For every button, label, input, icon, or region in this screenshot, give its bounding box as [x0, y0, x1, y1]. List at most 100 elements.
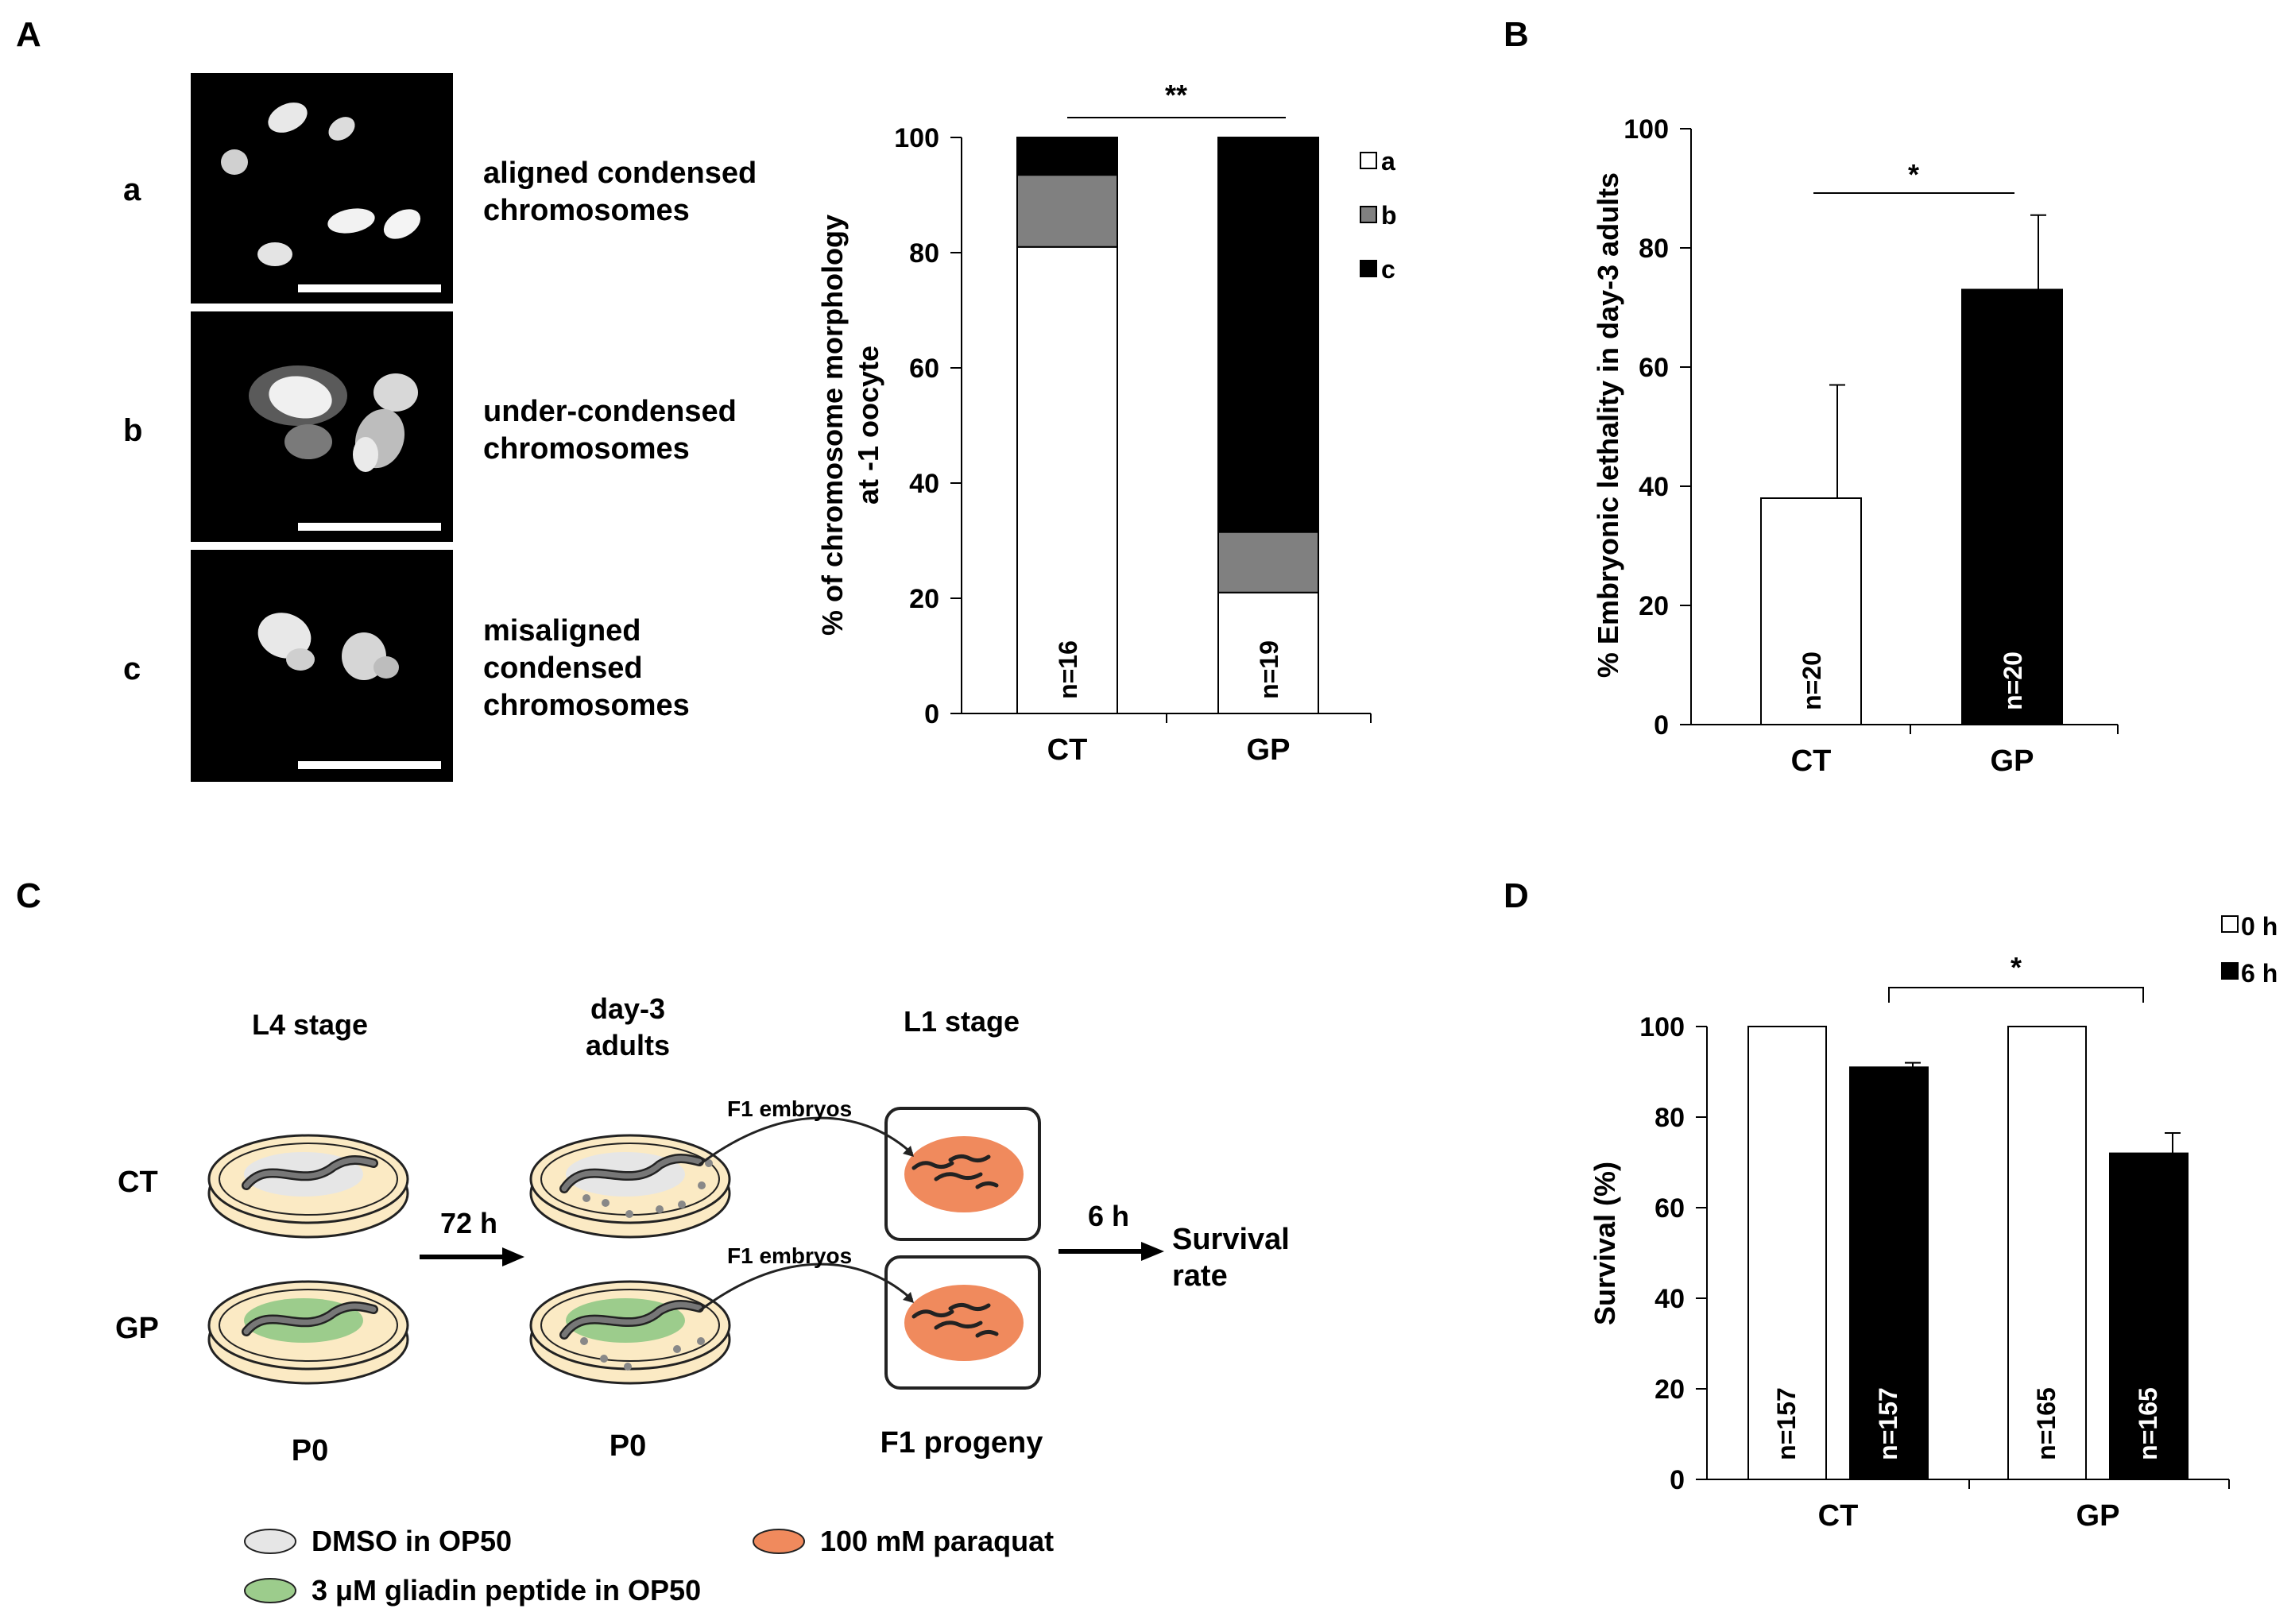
y-tick-label: 100	[1639, 1012, 1685, 1042]
significance-marker: **	[1165, 79, 1187, 111]
petri-plate-gp-day3	[529, 1280, 731, 1385]
n-label-ct-6h: n=157	[1874, 1387, 1902, 1460]
petri-plate-ct-l4	[207, 1134, 409, 1239]
micrograph-c-label-line2: condensed	[483, 652, 643, 685]
micrograph-b-label-line2: chromosomes	[483, 432, 690, 466]
survival-rate-label-line1: Survival	[1172, 1223, 1290, 1256]
bar-segment-c-gp	[1217, 137, 1319, 533]
n-label-ct: n=20	[1798, 652, 1826, 710]
l4-stage-label: L4 stage	[252, 1008, 368, 1041]
y-axis-label: Survival (%)	[1589, 1162, 1621, 1325]
panel-c-letter: C	[16, 876, 41, 915]
y-tick-label: 0	[1670, 1465, 1685, 1495]
f1-embryos-label-ct: F1 embryos	[727, 1096, 852, 1121]
y-tick-label: 80	[909, 238, 939, 269]
legend-swatch-dmso	[244, 1529, 296, 1554]
y-tick-label: 60	[1654, 1193, 1685, 1224]
legend-label-6h: 6 h	[2241, 959, 2278, 988]
legend-dmso-label: DMSO in OP50	[312, 1525, 512, 1557]
scale-bar	[298, 761, 441, 769]
l1-box-ct	[884, 1107, 1041, 1241]
petri-plate-ct-day3	[529, 1134, 731, 1239]
ct-group-label: CT	[118, 1166, 158, 1199]
panel-a-letter: A	[16, 15, 41, 54]
y-tick-label: 0	[924, 699, 939, 729]
y-tick-label: 40	[909, 469, 939, 499]
legend-swatch-a	[1360, 152, 1377, 169]
embryo-arrow-ct	[699, 1116, 914, 1166]
scale-bar	[298, 523, 441, 531]
y-tick-label: 40	[1639, 472, 1669, 502]
y-tick-label: 80	[1639, 234, 1669, 264]
legend-label-b: b	[1381, 201, 1397, 230]
y-tick-label: 20	[909, 584, 939, 614]
embryo-arrow-gp	[699, 1262, 914, 1313]
p0-label-left: P0	[292, 1434, 328, 1467]
bar-ct-0h	[1747, 1026, 1827, 1480]
legend-swatch-0h	[2221, 915, 2239, 933]
micrograph-b	[191, 311, 453, 542]
bar-segment-c-ct	[1016, 137, 1118, 176]
legend-swatch-b	[1360, 206, 1377, 223]
y-tick-label: 100	[1624, 114, 1669, 145]
day3-label-line2: adults	[586, 1029, 670, 1061]
arrow-72h-label: 72 h	[440, 1207, 497, 1239]
bar-gp	[1961, 288, 2063, 725]
panel-b-letter: B	[1504, 15, 1529, 54]
n-label-gp-0h: n=165	[2032, 1387, 2061, 1460]
l1-stage-label: L1 stage	[904, 1005, 1020, 1038]
y-tick-label: 60	[1639, 353, 1669, 383]
n-label-ct-0h: n=157	[1772, 1387, 1801, 1460]
micrograph-a-letter: a	[123, 172, 141, 207]
l1-box-gp	[884, 1255, 1041, 1390]
x-tick-label-gp: GP	[1991, 744, 2034, 778]
y-tick-label: 80	[1654, 1103, 1685, 1133]
petri-plate-gp-l4	[207, 1280, 409, 1385]
bar-segment-b-ct	[1016, 174, 1118, 248]
y-tick-label: 40	[1654, 1284, 1685, 1314]
legend-swatch-gliadin	[244, 1578, 296, 1603]
bar-ct-6h	[1849, 1066, 1929, 1481]
x-tick-label-gp: GP	[1247, 733, 1291, 767]
bar-segment-a-gp	[1217, 591, 1319, 714]
y-axis-label: % Embryonic lethality in day-3 adults	[1592, 172, 1624, 678]
legend-label-c: c	[1381, 255, 1395, 284]
bar-gp-6h	[2109, 1152, 2189, 1480]
gp-group-label: GP	[115, 1312, 159, 1345]
micrograph-b-letter: b	[123, 413, 142, 448]
y-tick-label: 20	[1654, 1375, 1685, 1405]
x-tick-label-ct: CT	[1818, 1499, 1859, 1533]
micrograph-b-label-line1: under-condensed	[483, 395, 737, 428]
f1-embryos-label-gp: F1 embryos	[727, 1243, 852, 1268]
n-label-ct: n=16	[1054, 640, 1082, 699]
n-label-gp: n=20	[1999, 652, 2027, 710]
arrow-6h-label: 6 h	[1088, 1200, 1129, 1232]
y-tick-label: 20	[1639, 591, 1669, 621]
bar-ct	[1760, 497, 1862, 725]
x-tick-label-ct: CT	[1047, 733, 1088, 767]
f1-progeny-label: F1 progeny	[880, 1426, 1043, 1460]
y-axis-label-line1: % of chromosome morphology	[816, 215, 849, 636]
panel-d-letter: D	[1504, 876, 1529, 915]
y-axis-label-line2: at -1 oocyte	[852, 346, 884, 505]
micrograph-a-label-line2: chromosomes	[483, 194, 690, 227]
micrograph-c	[191, 550, 453, 782]
y-tick-label: 60	[909, 354, 939, 384]
legend-swatch-6h	[2221, 962, 2239, 980]
bar-segment-b-gp	[1217, 531, 1319, 594]
survival-rate-label-line2: rate	[1172, 1259, 1228, 1293]
n-label-gp-6h: n=165	[2134, 1387, 2162, 1460]
micrograph-a-label-line1: aligned condensed	[483, 157, 757, 190]
micrograph-c-label-line1: misaligned	[483, 614, 641, 648]
x-tick-label-gp: GP	[2076, 1499, 2120, 1533]
legend-swatch-paraquat	[753, 1529, 805, 1554]
legend-label-a: a	[1381, 147, 1395, 176]
significance-bracket	[1888, 987, 2144, 1003]
scale-bar	[298, 284, 441, 292]
bar-gp-0h	[2007, 1026, 2087, 1480]
legend-gliadin-label: 3 μM gliadin peptide in OP50	[312, 1574, 701, 1607]
